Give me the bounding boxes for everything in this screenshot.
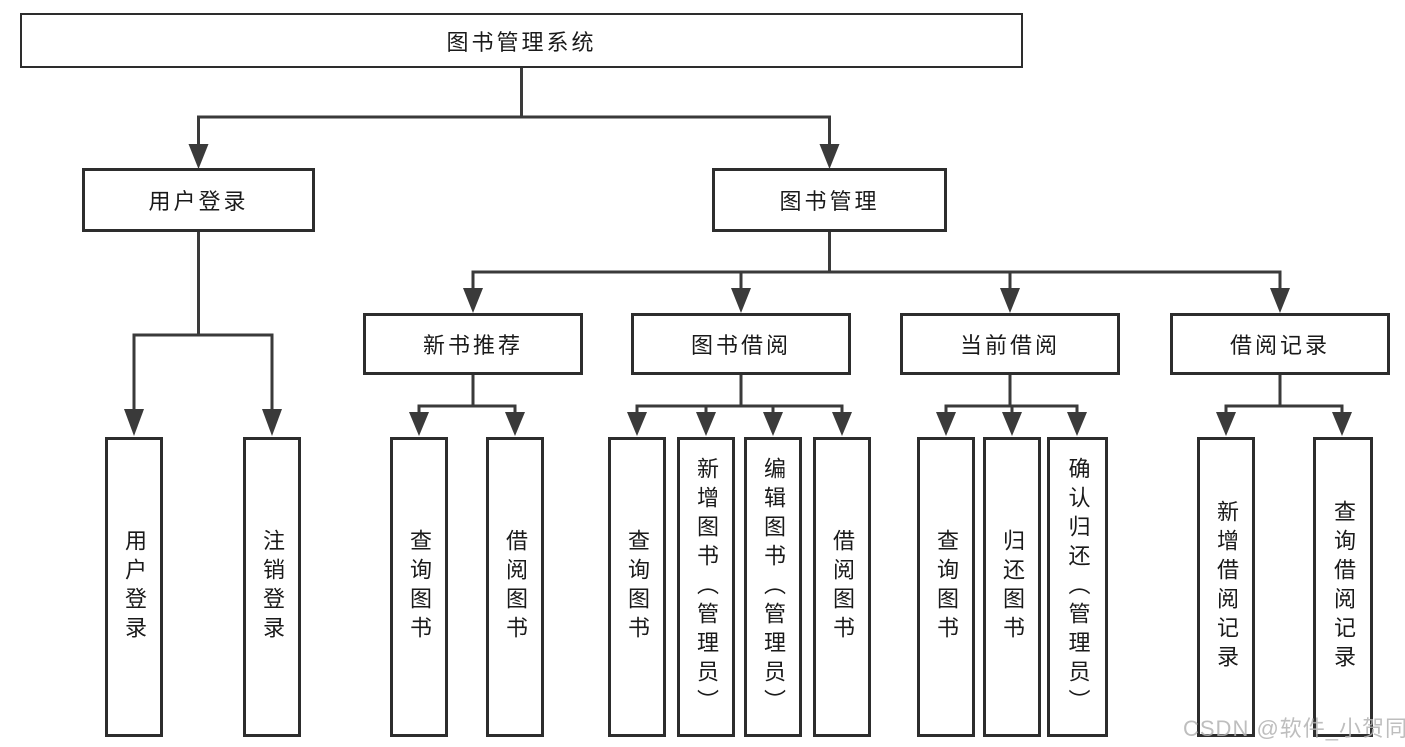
node-new-book-recommend: 新书推荐	[363, 313, 583, 375]
watermark: CSDN @软件_小贺同学	[1183, 716, 1405, 741]
leaf-add-borrow-record-label: 新增借阅记录	[1214, 500, 1239, 674]
node-current-borrow: 当前借阅	[900, 313, 1120, 375]
arrowhead-icon	[832, 412, 852, 436]
arrowhead-icon	[262, 409, 282, 436]
arrowhead-icon	[819, 144, 840, 169]
connector-root-to-level2	[188, 68, 840, 169]
arrowhead-icon	[1000, 288, 1020, 313]
arrowhead-icon	[936, 412, 956, 436]
leaf-confirm-return-admin-label: 确认归还（管理员）	[1065, 456, 1091, 718]
leaf-add-book-admin: 新增图书（管理员）	[677, 437, 735, 737]
node-book-management: 图书管理	[712, 168, 947, 232]
node-user-login-label: 用户登录	[148, 189, 249, 214]
leaf-borrow-books-recommend: 借阅图书	[486, 437, 544, 737]
arrowhead-icon	[731, 288, 751, 313]
leaf-query-borrow-record-label: 查询借阅记录	[1331, 500, 1356, 674]
arrowhead-icon	[463, 288, 483, 313]
leaf-borrow-books-label: 借阅图书	[830, 529, 855, 645]
connector-book-management-to-level3	[463, 232, 1290, 313]
leaf-return-books: 归还图书	[983, 437, 1041, 737]
connector-new-book-children	[409, 375, 525, 436]
leaf-query-books-recommend: 查询图书	[390, 437, 448, 737]
leaf-borrow-books-recommend-label: 借阅图书	[503, 529, 528, 645]
connector-user-login-children	[124, 232, 282, 436]
leaf-edit-book-admin-label: 编辑图书（管理员）	[761, 456, 786, 718]
node-book-borrow: 图书借阅	[631, 313, 851, 375]
node-book-borrow-label: 图书借阅	[690, 333, 791, 358]
leaf-logout: 注销登录	[243, 437, 301, 737]
leaf-query-books-borrow: 查询图书	[608, 437, 666, 737]
leaf-query-books-recommend-label: 查询图书	[407, 529, 432, 645]
arrowhead-icon	[1332, 412, 1352, 436]
leaf-add-book-admin-label: 新增图书（管理员）	[694, 456, 719, 718]
node-book-management-label: 图书管理	[779, 189, 880, 214]
node-library-system-label: 图书管理系统	[446, 29, 597, 55]
arrowhead-icon	[763, 412, 783, 436]
leaf-query-books-current: 查询图书	[917, 437, 975, 737]
leaf-borrow-books: 借阅图书	[813, 437, 871, 737]
leaf-user-login: 用户登录	[105, 437, 163, 737]
leaf-query-books-borrow-label: 查询图书	[625, 529, 650, 645]
leaf-add-borrow-record: 新增借阅记录	[1197, 437, 1255, 737]
connector-book-borrow-children	[627, 375, 852, 436]
arrowhead-icon	[1270, 288, 1290, 313]
leaf-return-books-label: 归还图书	[1000, 529, 1025, 645]
leaf-logout-label: 注销登录	[260, 529, 285, 645]
leaf-query-borrow-record: 查询借阅记录	[1313, 437, 1373, 737]
leaf-query-books-current-label: 查询图书	[934, 529, 959, 645]
leaf-edit-book-admin: 编辑图书（管理员）	[744, 437, 802, 737]
arrowhead-icon	[627, 412, 647, 436]
node-borrow-records-label: 借阅记录	[1229, 333, 1330, 358]
node-current-borrow-label: 当前借阅	[959, 333, 1060, 358]
connector-borrow-records-children	[1216, 375, 1352, 436]
arrowhead-icon	[1067, 412, 1087, 436]
connector-current-borrow-children	[936, 375, 1087, 436]
arrowhead-icon	[124, 409, 144, 436]
leaf-confirm-return-admin: 确认归还（管理员）	[1047, 437, 1108, 737]
node-user-login: 用户登录	[82, 168, 315, 232]
arrowhead-icon	[696, 412, 716, 436]
node-new-book-recommend-label: 新书推荐	[422, 333, 523, 358]
arrowhead-icon	[1002, 412, 1022, 436]
arrowhead-icon	[505, 412, 525, 436]
node-borrow-records: 借阅记录	[1170, 313, 1390, 375]
arrowhead-icon	[1216, 412, 1236, 436]
arrowhead-icon	[409, 412, 429, 436]
node-library-system: 图书管理系统	[20, 13, 1023, 68]
arrowhead-icon	[188, 144, 209, 169]
leaf-user-login-label: 用户登录	[122, 529, 147, 645]
